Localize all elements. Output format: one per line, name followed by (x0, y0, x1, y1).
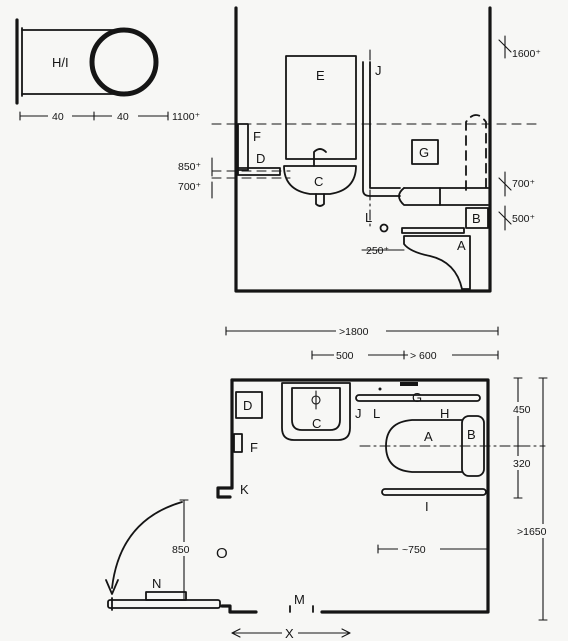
label-j-elev: J (375, 63, 382, 78)
dispenser-f-plan (233, 433, 243, 453)
door-leaf (107, 599, 221, 609)
label-d-elev: D (256, 151, 265, 166)
dim-1100: 1100⁺ (172, 111, 201, 123)
arrow-right (341, 628, 351, 638)
wc-seat (401, 227, 465, 234)
label-o-plan: O (216, 545, 228, 562)
label-b-plan: B (467, 427, 476, 442)
label-l-plan: L (373, 406, 380, 421)
dim-mask (112, 109, 138, 123)
label-i-plan: I (425, 499, 429, 514)
vertical-rail-j-inner (369, 61, 401, 189)
plan-wall-left (216, 378, 234, 499)
elevation-view: E J F D C G B A L (172, 6, 541, 293)
label-x-plan: X (285, 626, 294, 641)
label-a-plan: A (424, 429, 433, 444)
basin-bowl-plan (291, 387, 341, 431)
hinged-rail-raised (465, 114, 487, 191)
arrow-left (231, 628, 241, 638)
shelf-d (237, 167, 281, 176)
flush-lever-l (379, 223, 389, 233)
dim-mask (514, 524, 562, 538)
dim-mask (170, 542, 200, 556)
label-j-plan: J (355, 406, 362, 421)
cistern-b (465, 207, 489, 229)
plan-view: D C G J L H A B I F K 850 (105, 377, 562, 641)
dim-1650: >1650 (517, 526, 547, 538)
dim-mask (48, 109, 72, 123)
dim-mask (334, 348, 368, 362)
dim-500: 500 (336, 350, 354, 362)
label-f-plan: F (250, 440, 258, 455)
label-g-elev: G (419, 145, 429, 160)
label-e: E (316, 68, 325, 83)
plan-walls (230, 378, 490, 614)
rail-section-circle (89, 27, 159, 97)
label-d-plan: D (243, 398, 252, 413)
dim-700-left: 700⁺ (178, 181, 202, 193)
label-m-plan: M (294, 592, 305, 607)
dim-1600: 1600⁺ (512, 48, 541, 60)
dim-850-plan: 850 (172, 544, 190, 556)
hi-label: H/I (52, 55, 69, 70)
basin-c (283, 165, 357, 195)
basin-trap (315, 193, 325, 207)
vertical-rail-j (362, 61, 401, 197)
dim-600: > 600 (410, 350, 437, 362)
alarm-pull-plan (400, 382, 418, 386)
dim-500: 500⁺ (512, 213, 536, 225)
mirror-e (285, 55, 357, 160)
alarm-point (378, 387, 382, 391)
dim-700-right: 700⁺ (512, 178, 536, 190)
dim-40-right: 40 (117, 111, 129, 123)
label-c-elev: C (314, 174, 323, 189)
dim-mask (282, 626, 298, 640)
elevation-walls (234, 6, 492, 293)
dim-850: 850⁺ (178, 161, 202, 173)
door-handle-n (145, 591, 187, 601)
cistern-b-plan (461, 415, 485, 477)
grab-rail-detail: H/I 40 40 (15, 18, 169, 123)
label-g-plan: G (412, 390, 422, 405)
label-b-elev: B (472, 211, 481, 226)
shelf-d-plan (235, 391, 263, 419)
door-swing-arc (111, 501, 183, 589)
rail-horizontal-lower (398, 187, 489, 206)
rail-i-plan (381, 488, 487, 496)
label-a-elev: A (457, 238, 466, 253)
label-n-plan: N (152, 576, 161, 591)
label-f-elev: F (253, 129, 261, 144)
dim-450: 450 (513, 404, 531, 416)
dim-mask (336, 324, 386, 338)
basin-c-plan (281, 382, 351, 441)
label-h-plan: H (440, 406, 449, 421)
dim-mask (510, 456, 542, 470)
wc-a-plan (385, 419, 463, 473)
door-swing-arrow (105, 579, 119, 595)
dispenser-f (237, 123, 249, 171)
dim-mask (408, 348, 452, 362)
label-c-plan: C (312, 416, 321, 431)
label-l-elev: L (365, 210, 372, 225)
dim-250: 250⁺ (366, 245, 390, 257)
dim-mask (398, 542, 440, 556)
dim-750: ~750 (402, 544, 426, 556)
dim-320: 320 (513, 458, 531, 470)
tap (313, 148, 327, 167)
plan-wall-bottom-left (220, 604, 258, 614)
rail-g-plan (355, 394, 481, 402)
wc-a (403, 235, 471, 290)
dim-1800: >1800 (339, 326, 369, 338)
label-k-plan: K (240, 482, 249, 497)
width-dimensions: >1800 500 > 600 (225, 324, 499, 362)
dim-mask (510, 402, 542, 416)
alarm-box-g (411, 139, 439, 165)
dim-40-left: 40 (52, 111, 64, 123)
